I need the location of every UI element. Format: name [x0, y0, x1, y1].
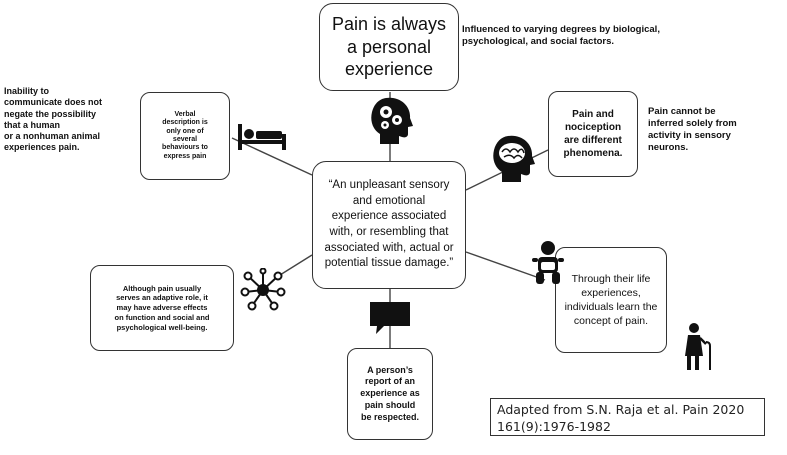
baby-icon	[532, 241, 564, 284]
report-respected-box: A person’s report of an experience as pa…	[347, 348, 433, 440]
verbal-description-box: Verbal description is only one of severa…	[140, 92, 230, 180]
pain-definition-box: “An unpleasant sensory and emotional exp…	[312, 161, 466, 289]
personal-experience-box: Pain is always a personal experience	[319, 3, 459, 91]
head-brain-icon	[493, 135, 535, 182]
adaptive-role-box: Although pain usually serves an adaptive…	[90, 265, 234, 351]
nociception-note: Pain cannot be inferred solely from acti…	[648, 106, 737, 153]
speech-bubble-icon	[370, 302, 410, 334]
life-experiences-box: Through their life experiences, individu…	[555, 247, 667, 353]
citation-box: Adapted from S.N. Raja et al. Pain 2020 …	[490, 398, 765, 436]
network-icon	[240, 268, 286, 311]
verbal-description-note: Inability to communicate does not negate…	[4, 86, 103, 153]
elderly-person-icon	[685, 323, 711, 370]
nociception-box: Pain and nociception are different pheno…	[548, 91, 638, 177]
bed-icon	[238, 124, 286, 150]
personal-experience-note: Influenced to varying degrees by biologi…	[462, 24, 660, 47]
head-gears-icon	[371, 97, 413, 144]
